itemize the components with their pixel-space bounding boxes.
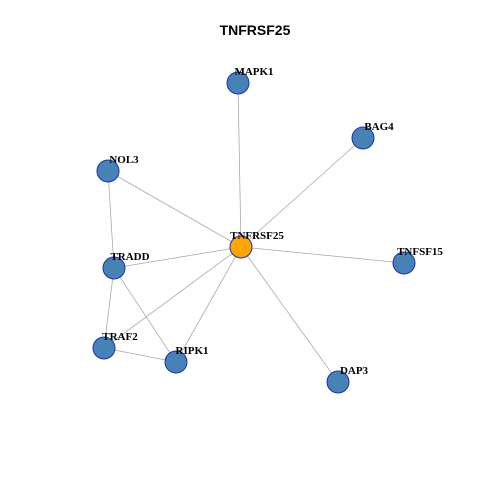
node-label-bag4: BAG4 xyxy=(364,121,394,133)
node-label-tnfrsf25: TNFRSF25 xyxy=(230,230,284,242)
node-label-tradd: TRADD xyxy=(110,251,149,263)
node-label-mapk1: MAPK1 xyxy=(234,66,273,78)
node-label-nol3: NOL3 xyxy=(109,154,139,166)
edge-tradd-ripk1 xyxy=(113,267,177,363)
edge-tradd-traf2 xyxy=(103,267,115,349)
node-dap3 xyxy=(326,370,350,394)
diagram-title: TNFRSF25 xyxy=(220,22,291,38)
edge-tnfrsf25-ripk1 xyxy=(175,246,242,363)
node-tradd xyxy=(102,256,126,280)
node-mapk1 xyxy=(226,71,250,95)
node-label-dap3: DAP3 xyxy=(340,365,369,377)
edge-tnfrsf25-bag4 xyxy=(240,137,364,248)
edge-traf2-ripk1 xyxy=(103,347,177,363)
node-label-ripk1: RIPK1 xyxy=(176,345,209,357)
edge-tnfrsf25-mapk1 xyxy=(237,82,242,248)
node-ripk1 xyxy=(164,350,188,374)
node-traf2 xyxy=(92,336,116,360)
edge-tnfrsf25-tnfsf15 xyxy=(240,246,405,264)
node-label-traf2: TRAF2 xyxy=(102,331,138,343)
edge-tnfrsf25-nol3 xyxy=(107,170,242,248)
node-bag4 xyxy=(351,126,375,150)
node-nol3 xyxy=(96,159,120,183)
edge-tnfrsf25-dap3 xyxy=(240,246,339,383)
edges-layer xyxy=(103,82,405,383)
edge-tnfrsf25-tradd xyxy=(113,246,242,269)
node-label-tnfsf15: TNFSF15 xyxy=(397,246,443,258)
node-tnfsf15 xyxy=(392,251,416,275)
edge-tnfrsf25-traf2 xyxy=(103,246,242,349)
edge-nol3-tradd xyxy=(107,170,115,269)
node-tnfrsf25 xyxy=(229,235,253,259)
